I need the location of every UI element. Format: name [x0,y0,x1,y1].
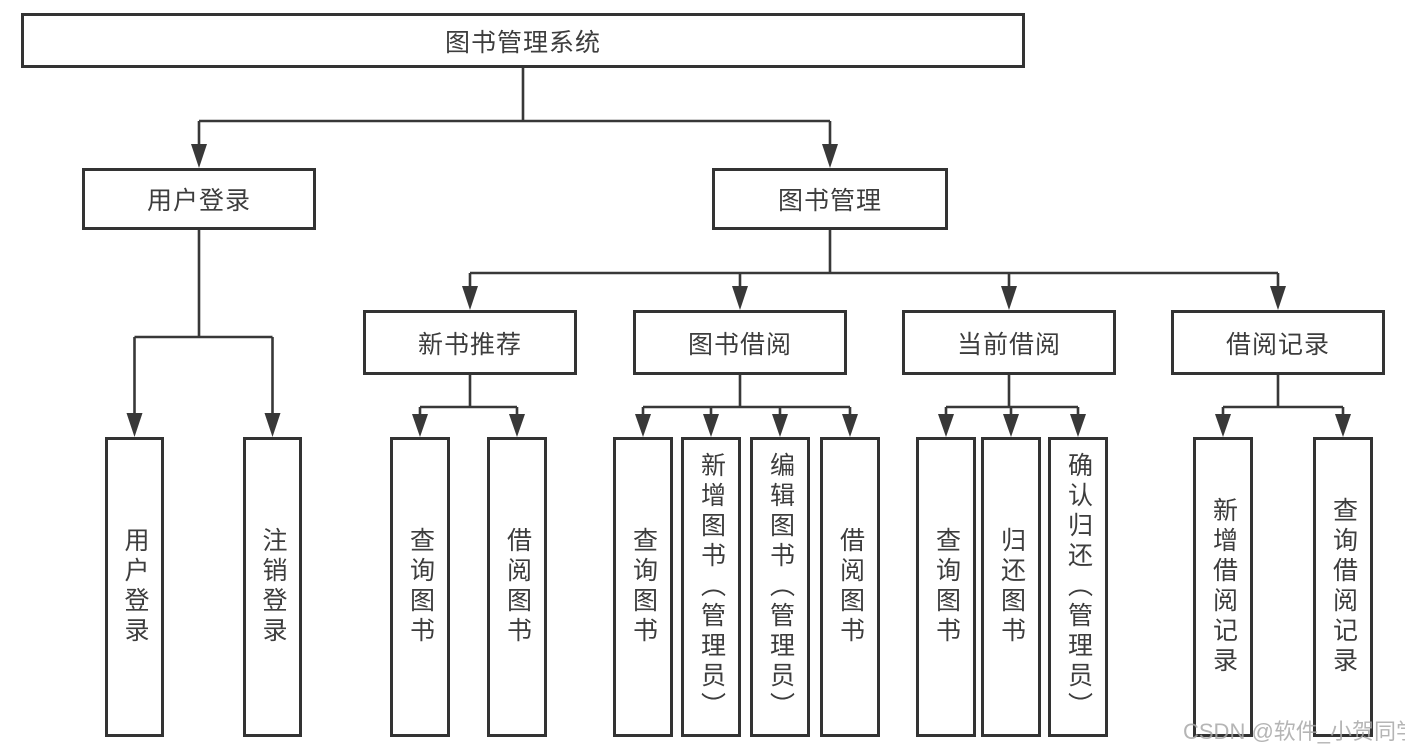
arrow-to-book-management [822,144,838,168]
arrow-to-new-book-recommend [462,286,478,310]
node-logout-action: 注销登录 [243,437,302,737]
connector-root-to-level2 [191,68,838,168]
node-book-borrow: 图书借阅 [633,310,847,375]
node-query-book-3: 查询图书 [916,437,976,737]
node-borrow-book-1: 借阅图书 [487,437,547,737]
node-label: 确认归还（管理员） [1064,452,1093,722]
node-label: 图书管理系统 [444,28,601,57]
node-book-management: 图书管理 [712,168,948,230]
node-return-book: 归还图书 [981,437,1041,737]
arrow-to-borrow-record [1270,286,1286,310]
node-label: 用户登录 [121,527,149,647]
node-current-borrow: 当前借阅 [902,310,1116,375]
node-edit-book-admin: 编辑图书（管理员） [750,437,810,737]
connector-borrow-record-children [1215,375,1351,437]
node-label: 查询图书 [932,527,961,647]
node-label: 查询图书 [629,527,658,647]
arrow-to-user-login [191,144,207,168]
node-label: 图书借阅 [687,330,792,359]
node-label: 归还图书 [997,527,1026,647]
node-user-login-action: 用户登录 [105,437,164,737]
connector-current-borrow-children [938,375,1086,437]
node-label: 注销登录 [259,527,287,647]
arrow-to-book-borrow [732,286,748,310]
csdn-watermark: CSDN @软件_小贺同学 [1183,719,1405,744]
arrow-to-logout-action [264,413,281,437]
node-label: 借阅图书 [503,527,532,647]
node-query-book-2: 查询图书 [613,437,673,737]
node-confirm-return-admin: 确认归还（管理员） [1048,437,1108,737]
node-label: 新增图书（管理员） [697,452,726,722]
node-query-borrow-record: 查询借阅记录 [1313,437,1373,737]
connector-user-login-children [126,230,281,437]
connector-book-borrow-children [635,375,858,437]
arrow-to-query-borrow-record [1335,414,1351,437]
arrow-to-confirm-return-admin [1070,414,1086,437]
arrow-to-query-book-1 [412,414,428,437]
arrow-to-query-book-3 [938,414,954,437]
connector-new-book-recommend-children [412,375,525,437]
node-label: 用户登录 [146,187,251,215]
arrow-to-current-borrow [1001,286,1017,310]
arrow-to-return-book [1003,414,1019,437]
node-label: 编辑图书（管理员） [766,452,795,722]
arrow-to-query-book-2 [635,414,651,437]
node-user-login: 用户登录 [82,168,316,230]
node-borrow-book-2: 借阅图书 [820,437,880,737]
node-label: 查询借阅记录 [1329,497,1358,677]
node-label: 查询图书 [406,527,435,647]
arrow-to-borrow-book-1 [509,414,525,437]
node-book-management-system: 图书管理系统 [21,13,1025,68]
node-label: 新增借阅记录 [1209,497,1238,677]
arrow-to-user-login-action [126,413,143,437]
node-label: 借阅记录 [1225,330,1330,359]
node-query-book-1: 查询图书 [390,437,450,737]
node-label: 借阅图书 [836,527,865,647]
arrow-to-edit-book-admin [772,414,788,437]
arrow-to-borrow-book-2 [842,414,858,437]
node-label: 图书管理 [777,187,882,215]
node-add-borrow-record: 新增借阅记录 [1193,437,1253,737]
arrow-to-add-borrow-record [1215,414,1231,437]
node-label: 新书推荐 [417,330,522,359]
connector-book-management-children [462,230,1286,310]
node-add-book-admin: 新增图书（管理员） [681,437,741,737]
node-label: 当前借阅 [956,330,1061,359]
node-borrow-record: 借阅记录 [1171,310,1385,375]
node-new-book-recommend: 新书推荐 [363,310,577,375]
arrow-to-add-book-admin [703,414,719,437]
